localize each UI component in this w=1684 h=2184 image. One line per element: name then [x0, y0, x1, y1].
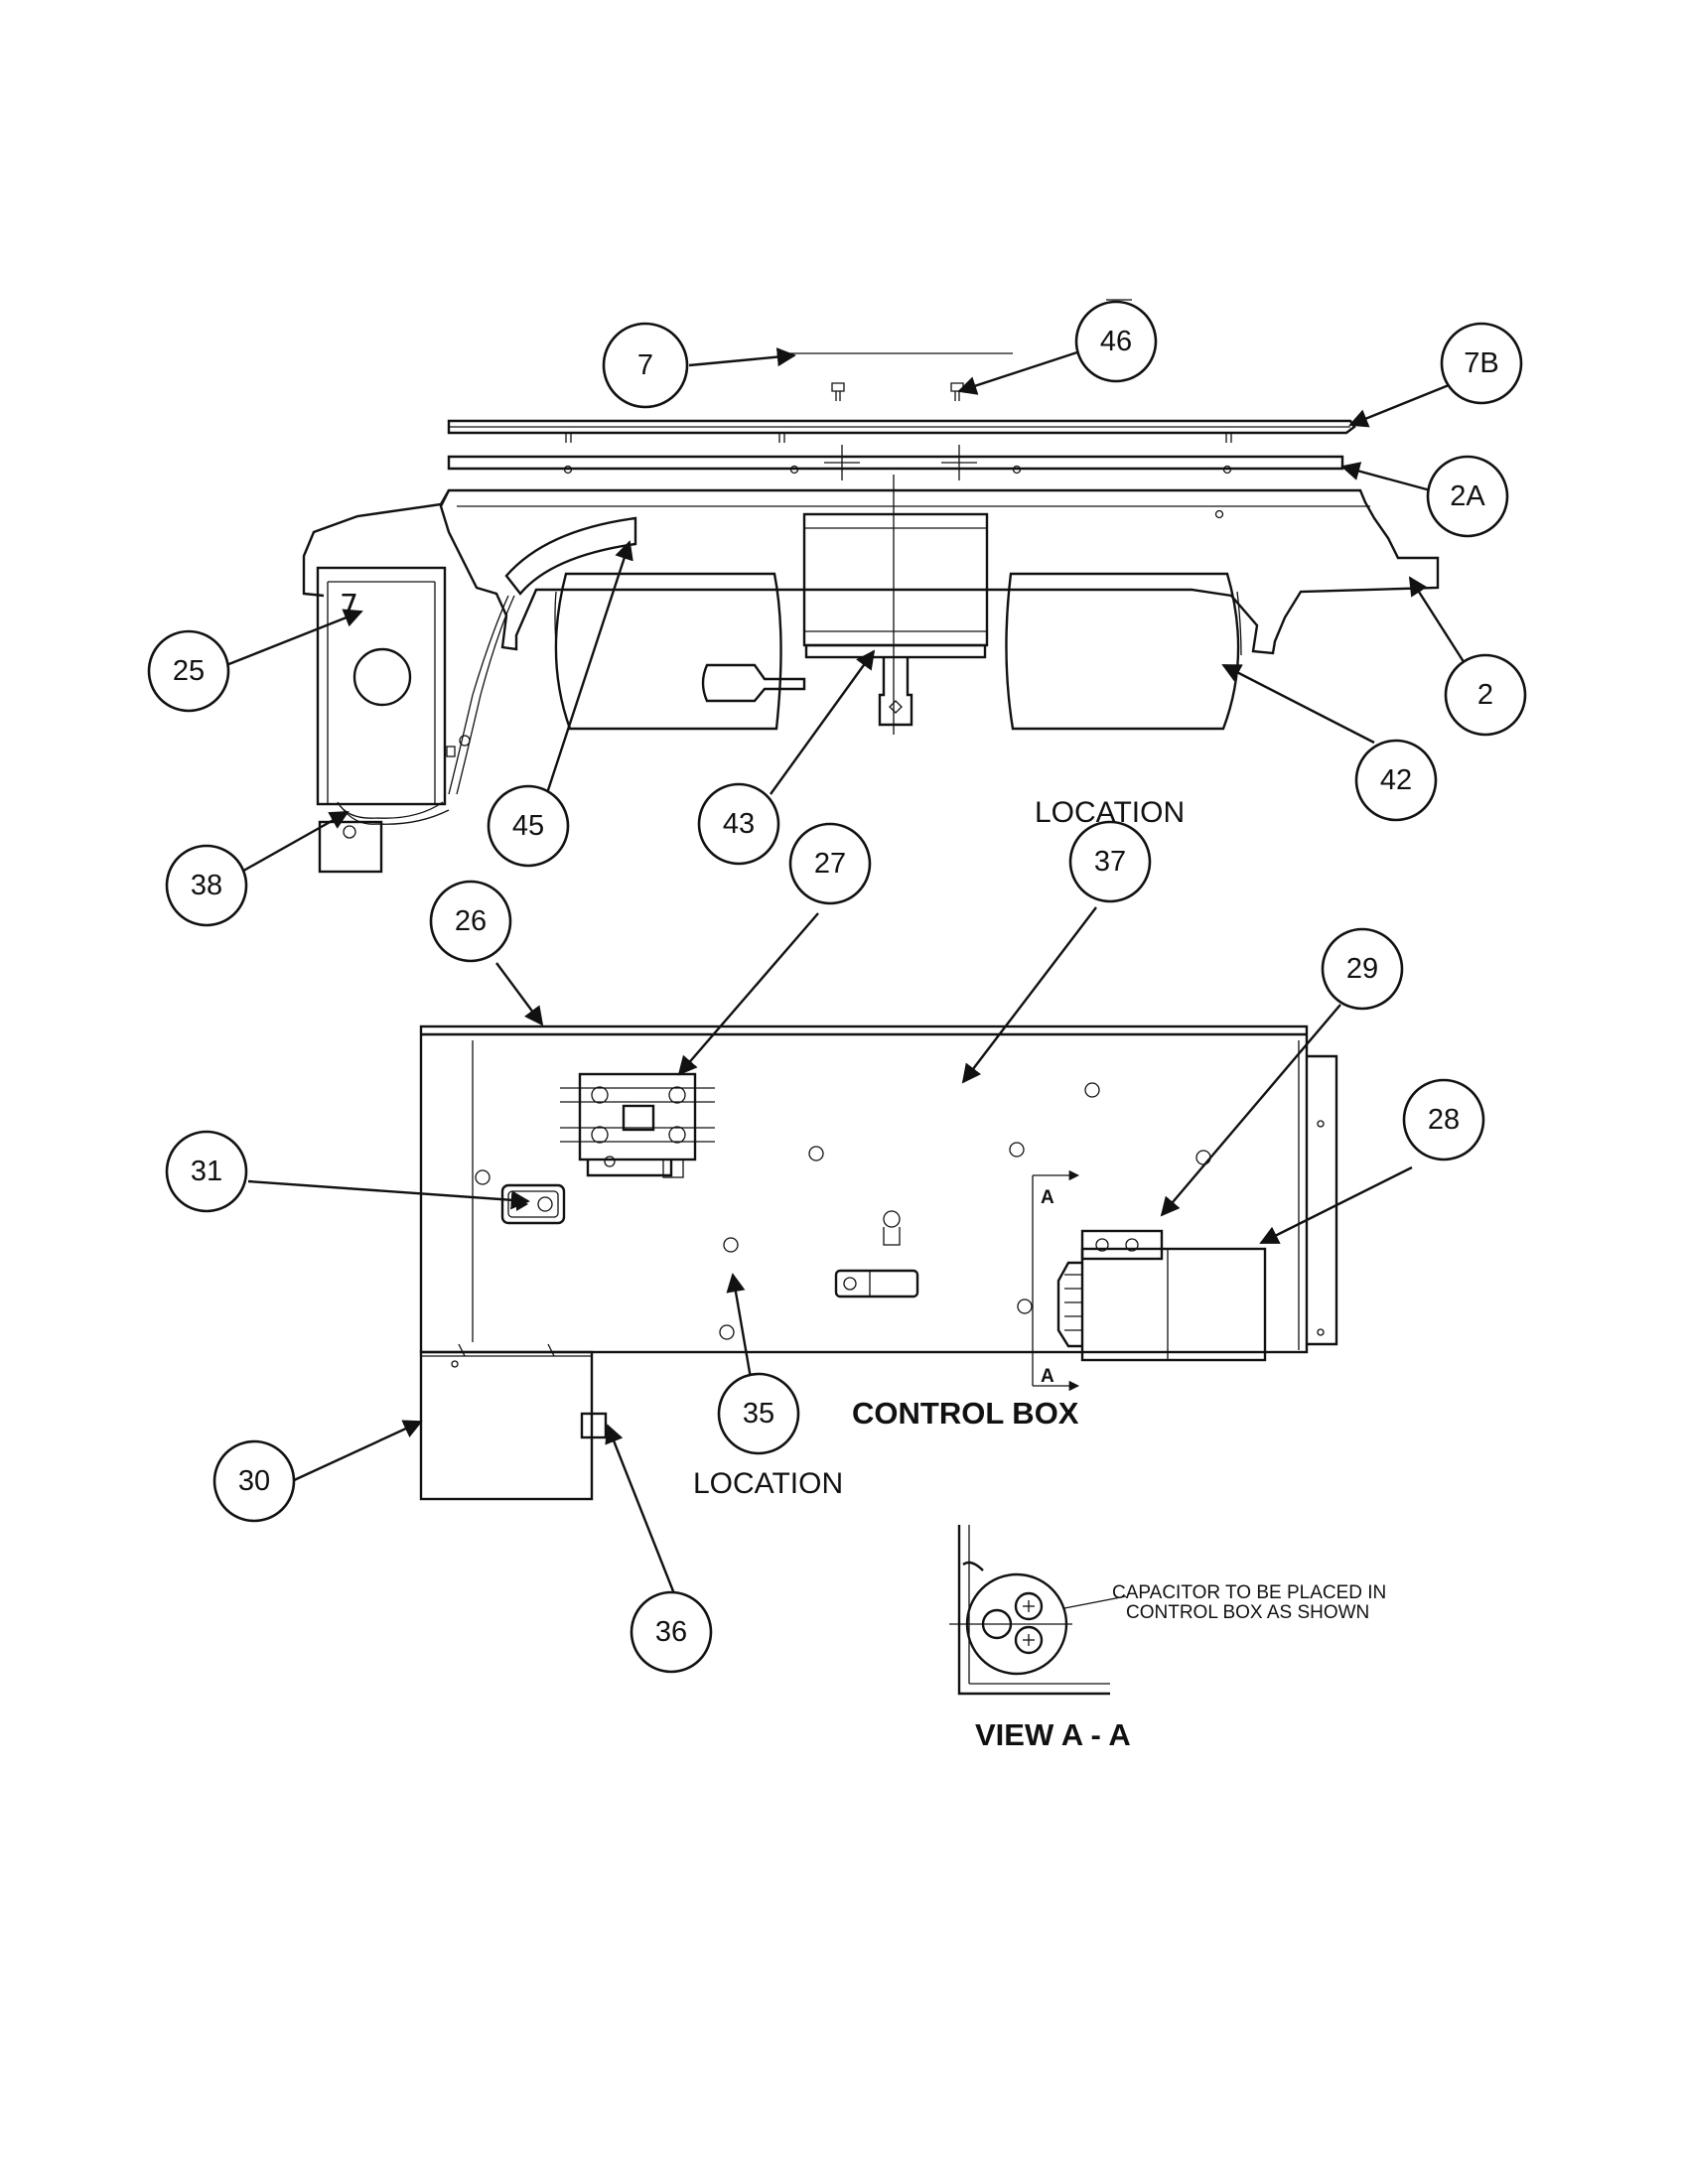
svg-text:2: 2	[1477, 679, 1493, 711]
gasket-plate	[447, 445, 1344, 480]
relay	[500, 1183, 566, 1225]
callout-38: 38	[165, 844, 248, 927]
callout-29: 29	[1321, 927, 1404, 1011]
svg-text:35: 35	[743, 1398, 774, 1430]
capacitor-note-line1: CAPACITOR TO BE PLACED IN	[1112, 1582, 1386, 1603]
callout-2: 2	[1444, 653, 1527, 737]
terminal-bracket	[834, 1269, 919, 1298]
callout-26: 26	[429, 880, 512, 963]
svg-text:36: 36	[655, 1616, 687, 1648]
svg-text:28: 28	[1428, 1104, 1460, 1136]
view-aa	[949, 1525, 1127, 1696]
text-labels: LOCATION LOCATION CONTROL BOX VIEW A - A…	[693, 796, 1386, 1752]
svg-text:42: 42	[1380, 764, 1412, 796]
svg-text:46: 46	[1100, 326, 1132, 357]
callout-42: 42	[1354, 739, 1438, 822]
callout-35: 35	[717, 1372, 800, 1455]
top-rail	[447, 419, 1356, 443]
contactor	[560, 1072, 715, 1178]
svg-text:37: 37	[1094, 846, 1126, 878]
view-aa-label: VIEW A - A	[975, 1717, 1131, 1752]
svg-text:38: 38	[191, 870, 222, 901]
callout-28: 28	[1402, 1078, 1485, 1161]
callout-36: 36	[630, 1590, 713, 1674]
callout-bubbles: 7 46 7B 2A 2 42 43 45 25 38 37 27 26 29 …	[147, 300, 1527, 1674]
svg-text:45: 45	[512, 810, 544, 842]
callout-2a: 2A	[1426, 455, 1509, 538]
svg-text:7B: 7B	[1464, 347, 1498, 379]
blower-wheels	[554, 572, 1240, 731]
screws	[831, 382, 964, 401]
svg-text:26: 26	[455, 905, 487, 937]
control-box-label: CONTROL BOX	[852, 1396, 1079, 1431]
svg-text:30: 30	[238, 1465, 270, 1497]
callout-31: 31	[165, 1130, 248, 1213]
svg-text:7: 7	[637, 349, 653, 381]
leader-lines	[225, 347, 1472, 1597]
lower-box	[419, 1343, 608, 1501]
callout-7: 7	[602, 322, 689, 409]
svg-text:2A: 2A	[1450, 480, 1485, 512]
callout-37: 37	[1068, 820, 1152, 903]
section-mark-bottom: A	[1041, 1366, 1054, 1387]
control-box: A A	[419, 1024, 1338, 1501]
housing	[302, 475, 1440, 735]
callout-7b: 7B	[1440, 322, 1523, 405]
svg-text:25: 25	[173, 655, 205, 687]
svg-text:43: 43	[723, 808, 755, 840]
top-assembly: 7	[302, 299, 1440, 874]
callout-25: 25	[147, 629, 230, 713]
callout-43: 43	[697, 782, 780, 866]
capacitor	[1056, 1229, 1267, 1362]
section-mark-top: A	[1041, 1187, 1054, 1208]
svg-text:31: 31	[191, 1156, 222, 1187]
section-marks: A A	[1032, 1169, 1080, 1392]
callout-46: 46	[1074, 300, 1158, 383]
svg-text:27: 27	[814, 848, 846, 880]
drain-tube	[448, 516, 637, 795]
callout-30: 30	[212, 1439, 296, 1523]
callout-27: 27	[788, 822, 872, 905]
callout-45: 45	[487, 784, 570, 868]
blower-motor	[701, 512, 989, 727]
electrical-box: 7	[316, 566, 471, 874]
capacitor-note-line2: CONTROL BOX AS SHOWN	[1126, 1602, 1369, 1623]
mounting-holes	[475, 1082, 1211, 1340]
svg-text:29: 29	[1346, 953, 1378, 985]
location-label-bottom: LOCATION	[693, 1467, 843, 1500]
